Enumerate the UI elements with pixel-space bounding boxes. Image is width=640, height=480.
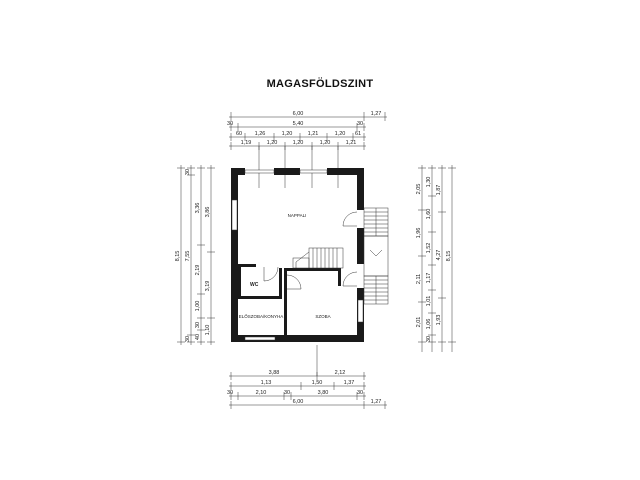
- left-dim-8-15: 8,15: [175, 251, 181, 262]
- bottom-dim-30-c: 30: [357, 390, 363, 396]
- right-dim-8-15: 8,15: [446, 251, 452, 262]
- right-dim-1-30: 1,30: [426, 177, 432, 188]
- left-dimension-chains: 8,15 30 7,55 30 3,36 2,19 1,00 30 40 3,8…: [175, 165, 215, 345]
- room-label-living: NAPPALI: [288, 213, 307, 218]
- room-label-bedroom: SZOBA: [315, 314, 330, 319]
- bottom-dim-30-b: 30: [284, 390, 290, 396]
- top-dim-1-21: 1,21: [308, 131, 319, 137]
- interior-stairs: [292, 247, 344, 269]
- room-label-wc: WC: [250, 282, 259, 288]
- bottom-dim-2-10: 2,10: [256, 390, 267, 396]
- bottom-dim-30-a: 30: [227, 390, 233, 396]
- room-label-hall: ELŐSZOBA/KONYHA: [239, 313, 284, 319]
- right-dim-30: 30: [426, 336, 432, 342]
- left-dim-7-55: 7,55: [185, 251, 191, 262]
- left-dim-3-19: 3,19: [205, 281, 211, 292]
- top-dim-1-20-d: 1,20: [293, 140, 304, 146]
- bottom-dimension-chains: 3,88 2,12 1,13 1,50 1,37 30 2,10 30 3,80…: [227, 345, 387, 409]
- bottom-dim-1-50: 1,50: [312, 380, 323, 386]
- top-dim-1-20-b: 1,20: [335, 131, 346, 137]
- bottom-dim-6-00: 6,00: [293, 399, 304, 405]
- bottom-dim-1-37: 1,37: [344, 380, 355, 386]
- right-dim-1-17: 1,17: [426, 273, 432, 284]
- top-dim-61: 61: [355, 131, 361, 137]
- left-dim-3-36: 3,36: [195, 203, 201, 214]
- right-dim-2-05: 2,05: [416, 184, 422, 195]
- right-dimension-chains: 2,05 1,96 2,11 2,01 1,30 1,60 1,52 1,17 …: [416, 165, 456, 352]
- left-dim-2-19: 2,19: [195, 265, 201, 276]
- left-dim-30-bottom: 30: [185, 336, 191, 342]
- bottom-dim-1-27: 1,27: [371, 399, 382, 405]
- interior-walls: [238, 264, 341, 335]
- right-dim-1-06: 1,06: [426, 319, 432, 330]
- top-dim-30-right: 30: [357, 121, 363, 127]
- top-dim-5-40: 5,40: [293, 121, 304, 127]
- top-dim-30-left: 30: [227, 121, 233, 127]
- left-dim-40: 40: [195, 334, 201, 340]
- right-dim-1-93: 1,93: [436, 315, 442, 326]
- right-dim-1-60: 1,60: [426, 209, 432, 220]
- left-dim-1-00: 1,00: [195, 301, 201, 312]
- top-dim-1-20-a: 1,20: [282, 131, 293, 137]
- top-dim-60: 60: [236, 131, 242, 137]
- top-dim-1-27: 1,27: [371, 111, 382, 117]
- right-dim-1-01: 1,01: [426, 296, 432, 307]
- left-dim-30-top: 30: [185, 169, 191, 175]
- right-dim-1-52: 1,52: [426, 243, 432, 254]
- right-dim-2-11: 2,11: [416, 274, 422, 284]
- bottom-dim-2-12: 2,12: [335, 370, 346, 376]
- top-dim-1-20-c: 1,20: [267, 140, 278, 146]
- right-dim-4-27: 4,27: [436, 250, 442, 261]
- exterior-stairs-upper: [363, 207, 389, 237]
- top-dim-6-00: 6,00: [293, 111, 304, 117]
- right-dim-1-96: 1,96: [416, 228, 422, 239]
- bottom-dim-3-88: 3,88: [269, 370, 280, 376]
- top-dim-1-26: 1,26: [255, 131, 266, 137]
- bottom-dim-3-80: 3,80: [318, 390, 329, 396]
- exterior-walls: [231, 168, 364, 342]
- exterior-stairs-lower: [363, 275, 389, 305]
- landing: [363, 235, 389, 277]
- right-dim-2-01: 2,01: [416, 317, 422, 328]
- right-dim-1-87: 1,87: [436, 185, 442, 196]
- left-dim-30: 30: [195, 322, 201, 328]
- door-swings: [263, 211, 358, 290]
- top-dim-1-21-b: 1,21: [346, 140, 357, 146]
- top-dim-1-20-e: 1,20: [320, 140, 331, 146]
- plan-title: MAGASFÖLDSZINT: [266, 78, 374, 90]
- left-dim-1-10: 1,10: [205, 325, 211, 336]
- top-dimension-chains: 6,00 1,27 30 5,40 30 60 1,26 1,20 1,21 1…: [227, 111, 387, 188]
- left-dim-3-86: 3,86: [205, 207, 211, 218]
- bottom-dim-1-13: 1,13: [261, 380, 272, 386]
- top-dim-1-19: 1,19: [241, 140, 252, 146]
